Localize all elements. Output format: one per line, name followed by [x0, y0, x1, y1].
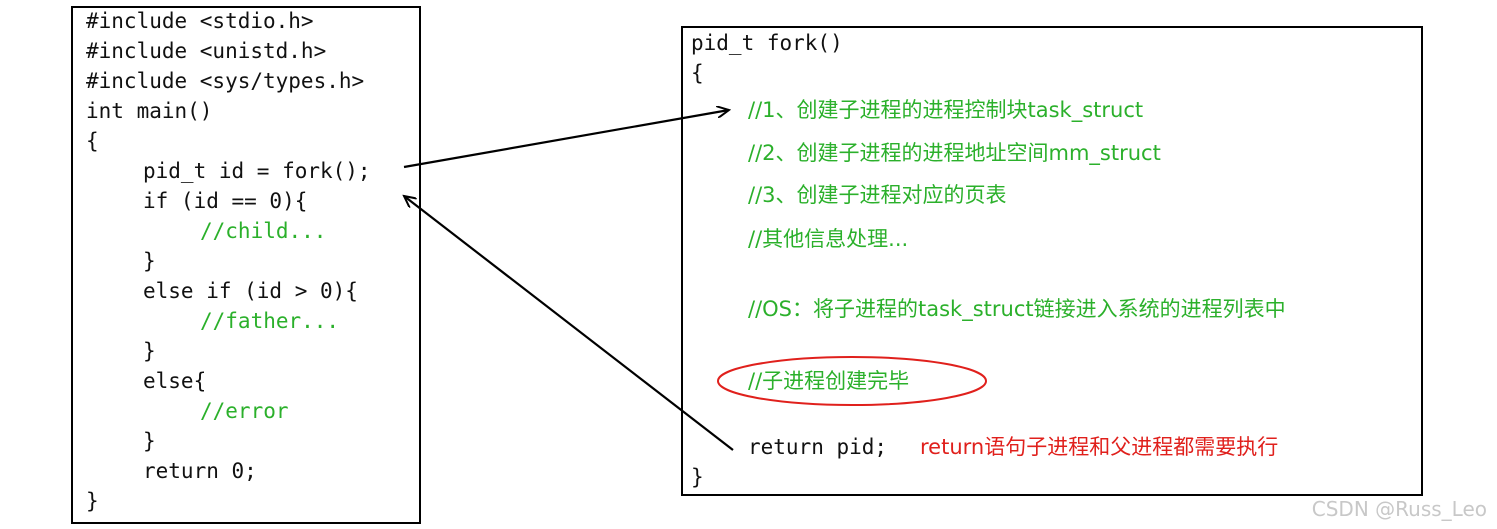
fork-comment-1: //1、创建子进程的进程控制块task_struct: [748, 98, 1144, 122]
fork-comment-4: //其他信息处理...: [748, 227, 909, 251]
main-code-comment: //child...: [200, 219, 327, 243]
main-code-line: }: [86, 489, 99, 513]
main-code-comment: //father...: [200, 309, 340, 333]
main-code-comment: //error: [200, 399, 289, 423]
call-arrow: [403, 110, 729, 169]
return-arrow: [404, 196, 734, 451]
main-code-line: #include <stdio.h>: [86, 9, 314, 33]
fork-comment-os: //OS：将子进程的task_struct链接进入系统的进程列表中: [748, 297, 1286, 321]
main-code-line: #include <sys/types.h>: [86, 69, 365, 93]
fork-open-brace: {: [691, 61, 704, 85]
main-code-panel: [71, 6, 421, 524]
return-note: return语句子进程和父进程都需要执行: [920, 435, 1279, 459]
fork-comment-2: //2、创建子进程的进程地址空间mm_struct: [748, 141, 1161, 165]
highlight-ellipse: [717, 356, 987, 406]
main-code-line: #include <unistd.h>: [86, 39, 327, 63]
main-code-line: else{: [143, 369, 207, 393]
main-code-line: else if (id > 0){: [143, 279, 358, 303]
main-code-line: if (id == 0){: [143, 189, 308, 213]
main-code-line: {: [86, 129, 99, 153]
main-code-line: }: [143, 249, 156, 273]
fork-signature: pid_t fork(): [691, 31, 843, 55]
main-code-line: return 0;: [143, 459, 257, 483]
fork-return-stmt: return pid;: [748, 435, 888, 459]
fork-close-brace: }: [691, 465, 704, 489]
watermark: CSDN @Russ_Leo: [1311, 497, 1487, 521]
fork-comment-done: //子进程创建完毕: [748, 369, 910, 393]
main-code-line: }: [143, 429, 156, 453]
main-code-line: pid_t id = fork();: [143, 159, 371, 183]
fork-code-panel: [681, 26, 1423, 496]
main-code-line: }: [143, 339, 156, 363]
fork-comment-3: //3、创建子进程对应的页表: [748, 183, 1007, 207]
main-code-line: int main(): [86, 99, 213, 123]
